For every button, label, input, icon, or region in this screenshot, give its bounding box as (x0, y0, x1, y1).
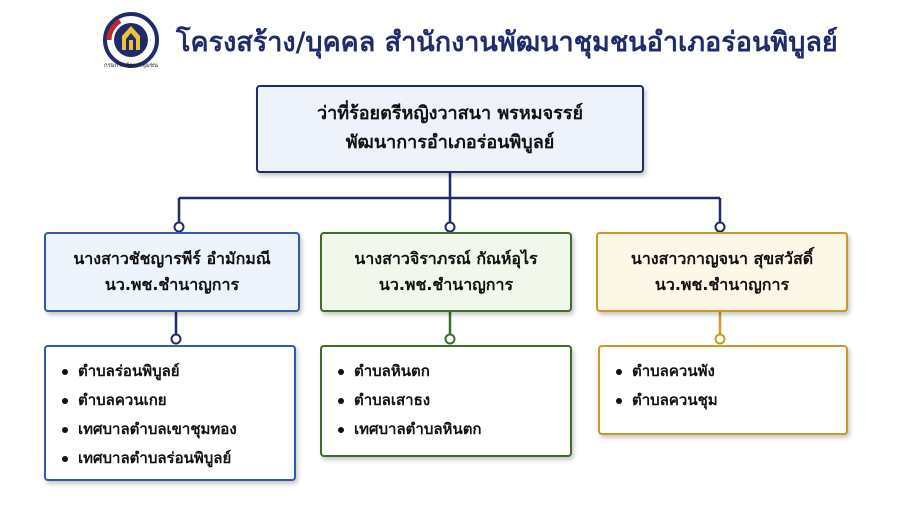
area-list-1: ตำบลร่อนพิบูลย์ ตำบลควนเกย เทศบาลตำบลเขา… (44, 345, 296, 481)
staff-name: นางสาวชัชญารพีร์ อำมักมณี (73, 249, 271, 269)
list-item: ตำบลควนพัง (612, 357, 846, 386)
logo-caption: กรมการพัฒนาชุมชน (103, 62, 159, 69)
staff-name: นางสาวจิราภรณ์ กัณห์อุไร (354, 249, 538, 269)
sub-dot-1 (170, 333, 182, 345)
list-item: ตำบลควนเกย (58, 386, 294, 415)
head-name: ว่าที่ร้อยตรีหญิงวาสนา พรหมจรรย์ (316, 103, 584, 125)
list-item: ตำบลควนชุม (612, 386, 846, 415)
head-position: พัฒนาการอำเภอร่อนพิบูลย์ (345, 132, 555, 153)
page-title: โครงสร้าง/บุคคล สำนักงานพัฒนาชุมชนอำเภอร… (176, 27, 838, 58)
sub-dot-2 (444, 333, 456, 345)
list-item: เทศบาลตำบลหินตก (334, 415, 570, 444)
staff-box-3: นางสาวกาญจนา สุขสวัสดิ์ นว.พช.ชำนาญการ (596, 232, 848, 312)
staff-position: นว.พช.ชำนาญการ (654, 275, 790, 294)
staff-name: นางสาวกาญจนา สุขสวัสดิ์ (630, 249, 814, 269)
cdd-emblem-icon (103, 12, 159, 68)
list-item: เทศบาลตำบลร่อนพิบูลย์ (58, 444, 294, 473)
staff-position: นว.พช.ชำนาญการ (378, 275, 514, 294)
node-dot-2 (444, 221, 456, 233)
area-list-3: ตำบลควนพัง ตำบลควนชุม (598, 345, 848, 435)
header: กรมการพัฒนาชุมชน โครงสร้าง/บุคคล สำนักงา… (0, 0, 900, 80)
staff-box-1: นางสาวชัชญารพีร์ อำมักมณี นว.พช.ชำนาญการ (44, 232, 300, 312)
area-list-2: ตำบลหินตก ตำบลเสาธง เทศบาลตำบลหินตก (320, 345, 572, 457)
list-item: ตำบลหินตก (334, 357, 570, 386)
node-dot-1 (173, 221, 185, 233)
list-item: เทศบาลตำบลเขาชุมทอง (58, 415, 294, 444)
head-box: ว่าที่ร้อยตรีหญิงวาสนา พรหมจรรย์ พัฒนากา… (256, 85, 644, 173)
list-item: ตำบลเสาธง (334, 386, 570, 415)
node-dot-3 (714, 221, 726, 233)
staff-position: นว.พช.ชำนาญการ (104, 275, 240, 294)
sub-dot-3 (714, 333, 726, 345)
staff-box-2: นางสาวจิราภรณ์ กัณห์อุไร นว.พช.ชำนาญการ (320, 232, 572, 312)
list-item: ตำบลร่อนพิบูลย์ (58, 357, 294, 386)
